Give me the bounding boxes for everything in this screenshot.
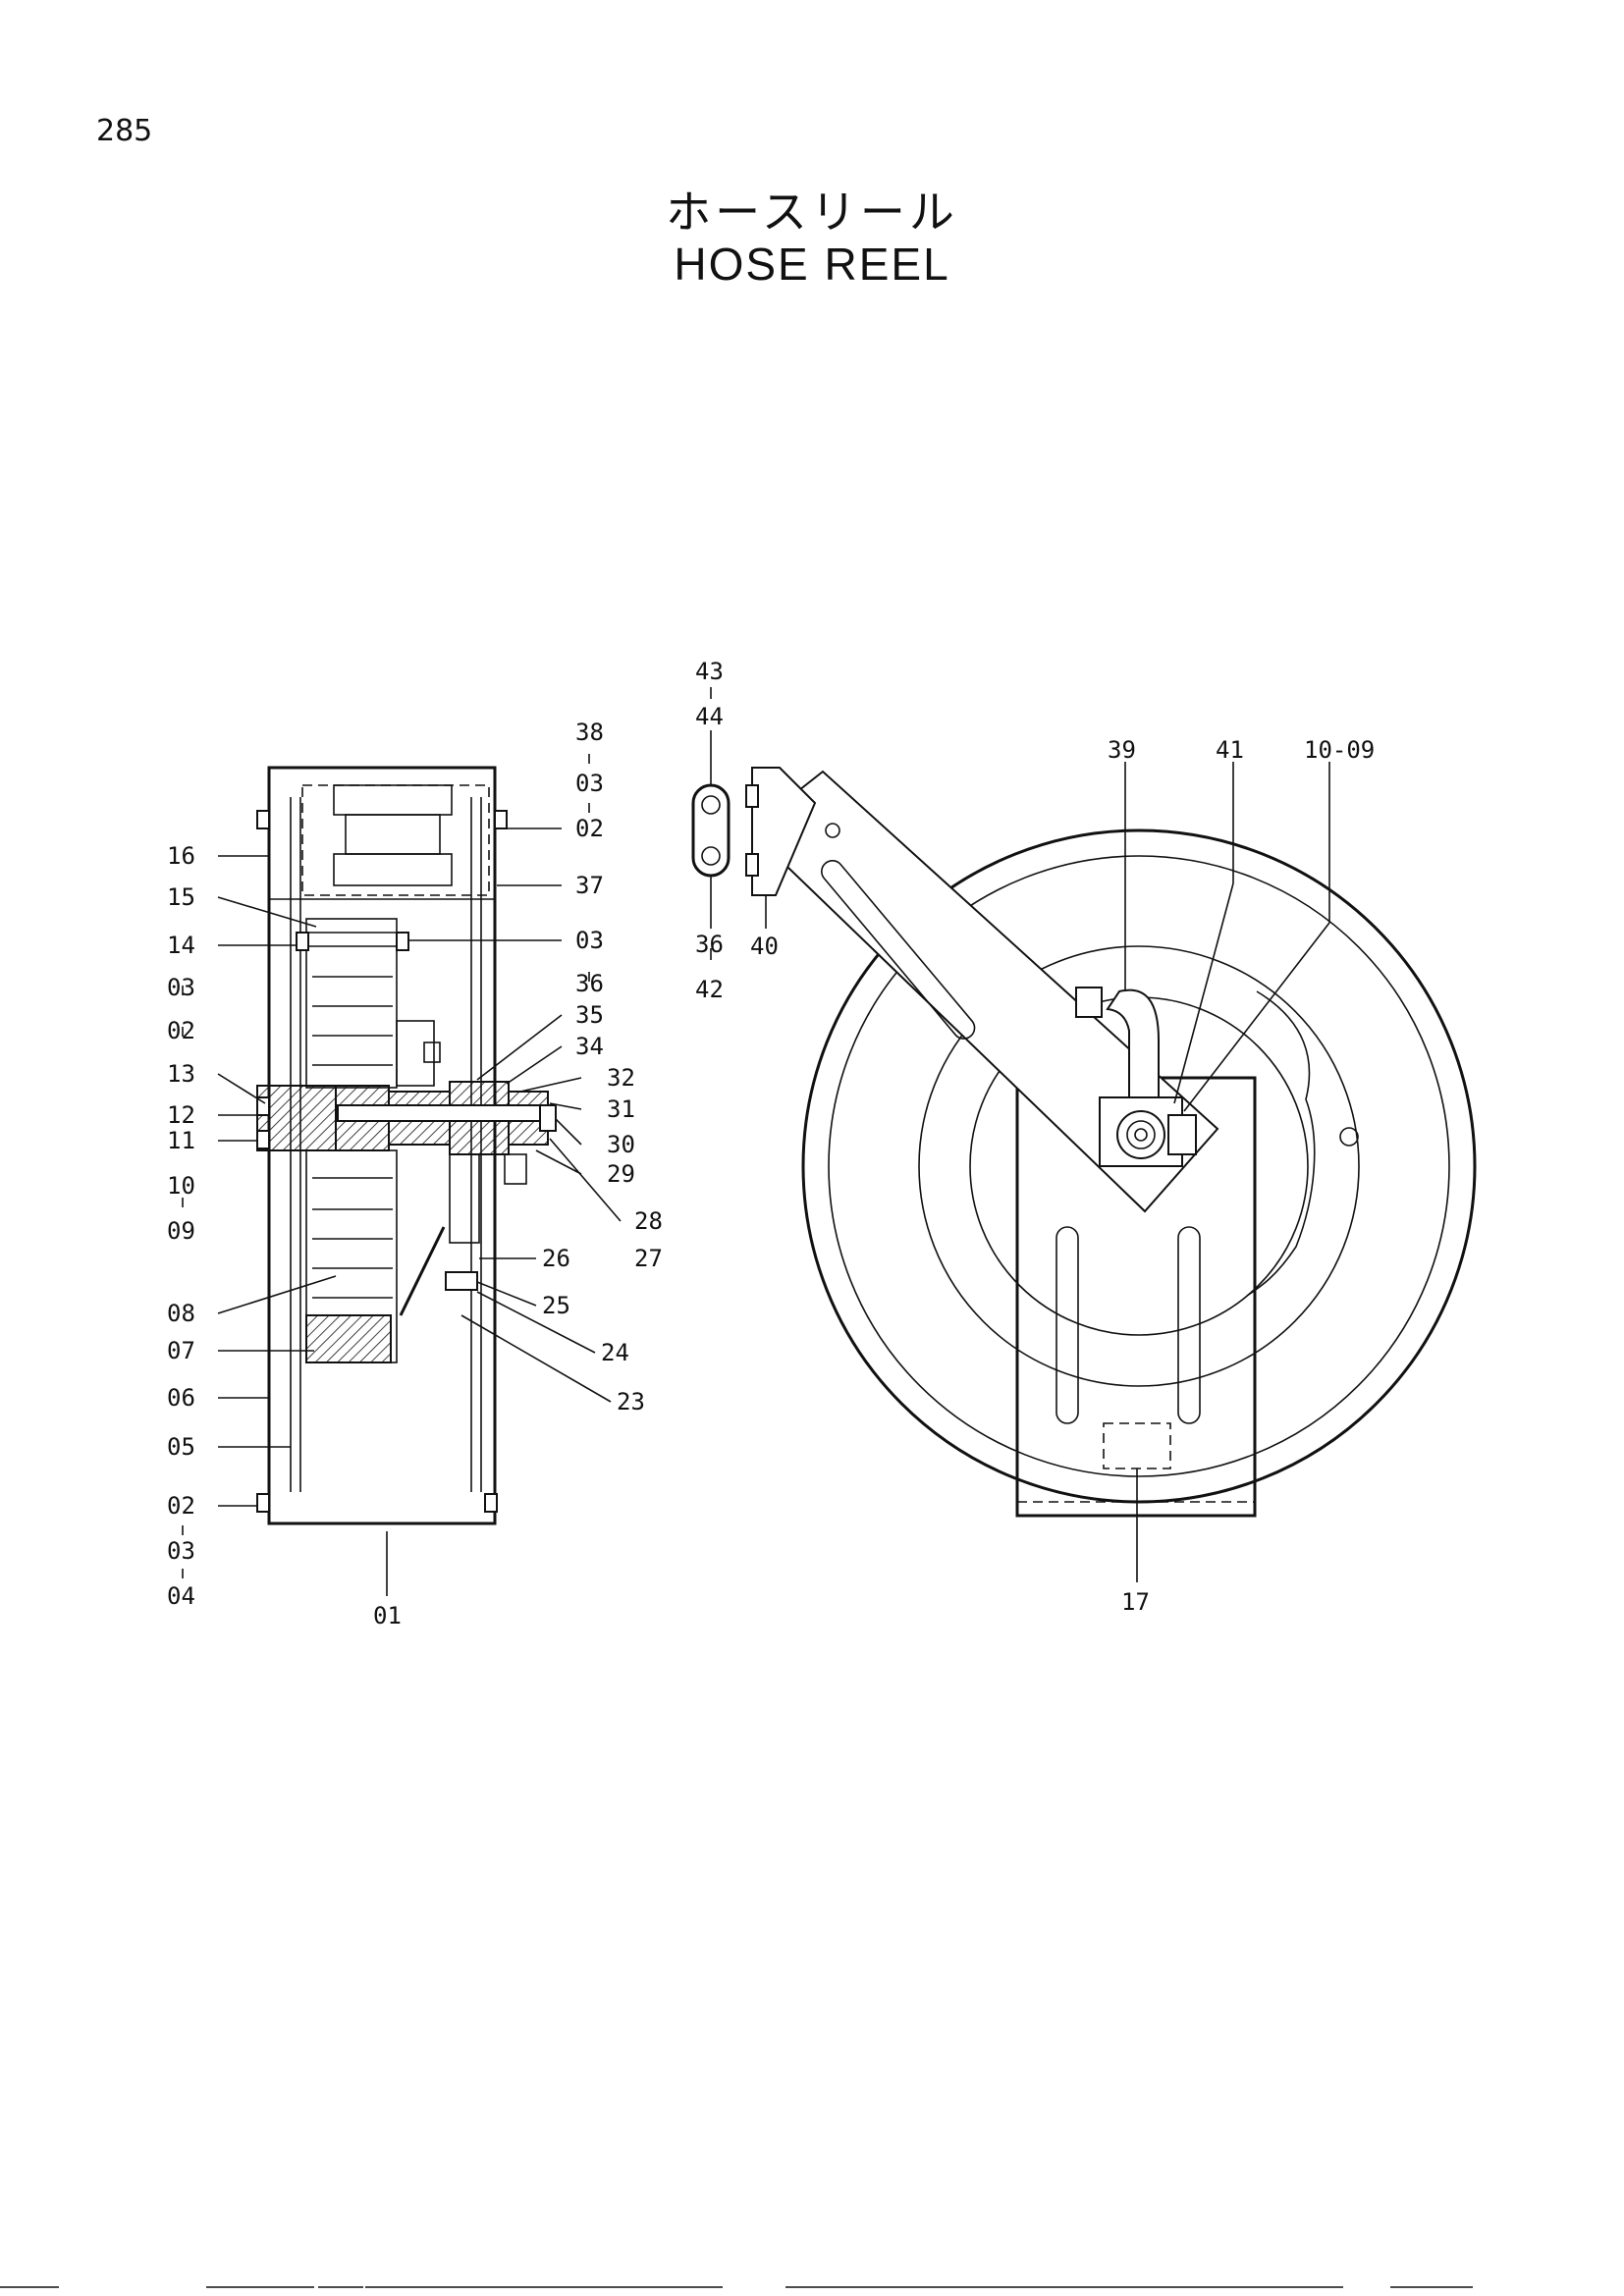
part-label-39: 39 <box>1108 736 1136 764</box>
part-label-02: 02 <box>575 815 604 842</box>
reel-inner-rim <box>828 855 1450 1477</box>
part-label-36: 36 <box>695 931 724 958</box>
title-japanese: ホースリール <box>666 186 958 239</box>
reel-outer-rim <box>801 828 1477 1504</box>
nameplate <box>1103 1422 1171 1469</box>
part-label-09: 09 <box>167 1217 195 1245</box>
part-label-35: 35 <box>575 1001 604 1029</box>
part-label-24: 24 <box>601 1339 629 1366</box>
part-label-12: 12 <box>167 1101 195 1129</box>
part-label-29: 29 <box>607 1160 635 1188</box>
part-label-03: 03 <box>575 770 604 797</box>
part-label-07: 07 <box>167 1337 195 1364</box>
axle <box>337 1104 545 1122</box>
part-label-25: 25 <box>542 1292 570 1319</box>
part-label-03: 03 <box>575 927 604 954</box>
left-labels: 38 03 02 16 37 15 14 03 36 03 02 35 34 1… <box>167 719 663 1629</box>
part-label-36: 36 <box>575 970 604 997</box>
part-label-34: 34 <box>575 1033 604 1060</box>
part-label-02: 02 <box>167 1492 195 1520</box>
part-label-10: 10 <box>167 1172 195 1200</box>
part-label-23: 23 <box>617 1388 645 1415</box>
part-label-03: 03 <box>167 1537 195 1565</box>
part-label-04: 04 <box>167 1582 195 1610</box>
part-label-30: 30 <box>607 1131 635 1158</box>
section-view <box>256 766 557 1525</box>
part-label-16: 16 <box>167 842 195 870</box>
part-label-01: 01 <box>373 1602 402 1629</box>
title-english: HOSE REEL <box>674 239 950 290</box>
part-label-44: 44 <box>695 703 724 730</box>
part-label-28: 28 <box>634 1207 663 1235</box>
part-label-42: 42 <box>695 976 724 1003</box>
part-label-38: 38 <box>575 719 604 746</box>
part-label-11: 11 <box>167 1127 195 1154</box>
part-label-40: 40 <box>750 933 779 960</box>
part-label-32: 32 <box>607 1064 635 1092</box>
part-label-37: 37 <box>575 872 604 899</box>
part-label-08: 08 <box>167 1300 195 1327</box>
part-label-43: 43 <box>695 658 724 685</box>
left-leaders <box>182 754 622 1596</box>
elbow-fitting <box>1106 988 1160 1098</box>
part-label-03: 03 <box>167 974 195 1001</box>
part-label-14: 14 <box>167 932 195 959</box>
front-view: 40 39 41 10-09 17 <box>745 736 1477 1616</box>
part-label-26: 26 <box>542 1245 570 1272</box>
bracket-plate: 43 44 36 42 <box>691 658 731 1003</box>
page-number: 285 <box>96 114 153 148</box>
part-label-06: 06 <box>167 1384 195 1412</box>
part-label-10-09: 10-09 <box>1304 736 1375 764</box>
part-label-17: 17 <box>1121 1588 1150 1616</box>
part-label-31: 31 <box>607 1095 635 1123</box>
part-label-27: 27 <box>634 1245 663 1272</box>
part-label-41: 41 <box>1216 736 1244 764</box>
part-label-02: 02 <box>167 1017 195 1044</box>
part-label-05: 05 <box>167 1433 195 1461</box>
part-label-15: 15 <box>167 883 195 911</box>
part-label-13: 13 <box>167 1060 195 1088</box>
